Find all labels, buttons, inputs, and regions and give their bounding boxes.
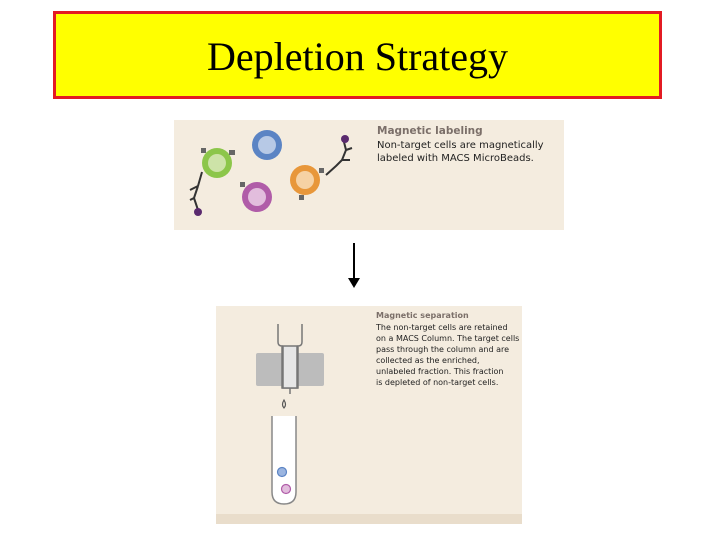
magnetic-separation-panel: Magnetic separation The non-target cells… [216,306,522,524]
title-banner: Depletion Strategy [53,11,662,99]
green-cell [201,148,235,178]
labeling-line-2: labeled with MACS MicroBeads. [377,153,534,164]
separation-illustration [216,324,522,524]
labeling-description: Non-target cells are magnetically labele… [377,139,557,165]
down-arrow-icon [348,243,360,288]
slide-title: Depletion Strategy [206,33,509,79]
magnet-right-block [296,353,324,386]
separation-line-6: is depleted of non-target cells. [376,378,499,387]
separation-line-3: pass through the column and are [376,345,510,354]
separation-line-1: The non-target cells are retained [376,323,508,332]
separation-line-2: on a MACS Column. The target cells [376,334,520,343]
microbead-antibody-right [325,135,353,176]
macs-column [277,324,303,394]
labeling-heading: Magnetic labeling [377,125,483,137]
separation-line-4: collected as the enriched, [376,356,480,365]
separation-line-5: unlabeled fraction. This fraction [376,367,504,376]
purple-cell [240,182,272,212]
collection-tube [271,416,297,505]
separation-heading: Magnetic separation [376,311,469,320]
target-cell-blue [276,466,288,478]
separation-description: The non-target cells are retained on a M… [376,322,520,388]
droplet-icon [281,398,287,409]
labeling-line-1: Non-target cells are magnetically [377,140,544,151]
target-cell-purple [280,483,292,495]
microbead-antibody-left [189,171,203,216]
orange-cell [290,165,324,200]
blue-cell [252,130,282,160]
labeling-illustration [189,130,353,216]
magnetic-labeling-panel: Magnetic labeling Non-target cells are m… [174,120,564,230]
panel-bottom-strip [216,514,522,524]
magnet-left-block [256,353,284,386]
